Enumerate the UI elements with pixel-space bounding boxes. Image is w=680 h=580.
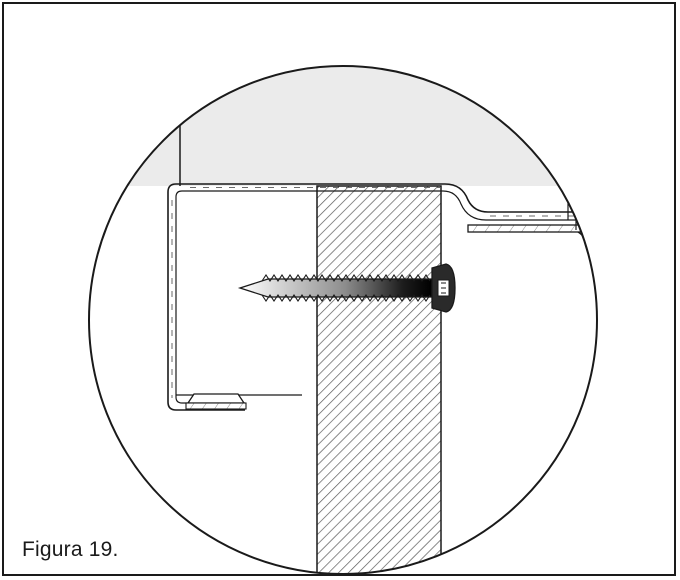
sheet-metal-inner [175,190,590,404]
foot-pad [186,393,246,404]
right-flange-plate [467,224,595,233]
hatched-cross-section [316,185,442,574]
magnified-detail [89,66,597,574]
sheet-metal-outer [167,183,590,411]
figure-caption: Figura 19. [22,538,119,561]
magnifier-circle [88,65,598,575]
screw-icon [237,263,456,313]
upper-panel [89,66,597,186]
